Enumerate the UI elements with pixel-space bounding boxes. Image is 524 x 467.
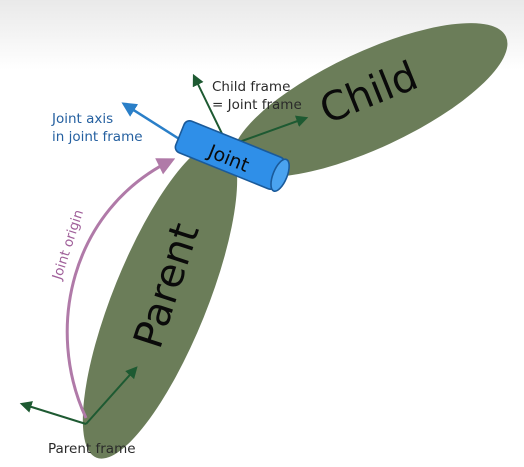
child-link (232, 23, 508, 177)
child-frame-label-line2: = Joint frame (212, 97, 302, 113)
joint-axis-label-line1: Joint axis (51, 111, 113, 127)
joint-axis-label-line2: in joint frame (52, 129, 143, 145)
parent-link (82, 141, 238, 459)
parent-frame-y-arrow (85, 366, 138, 425)
parent-frame-x-arrow (19, 401, 87, 425)
joint-origin-arrow (65, 158, 176, 419)
joint-cylinder: Joint (174, 120, 290, 193)
parent-frame-label: Parent frame (48, 441, 136, 457)
joint-origin-label: Joint origin (49, 208, 87, 283)
joint-axis-arrow (121, 102, 185, 144)
child-frame-label-line1: Child frame (212, 79, 290, 95)
